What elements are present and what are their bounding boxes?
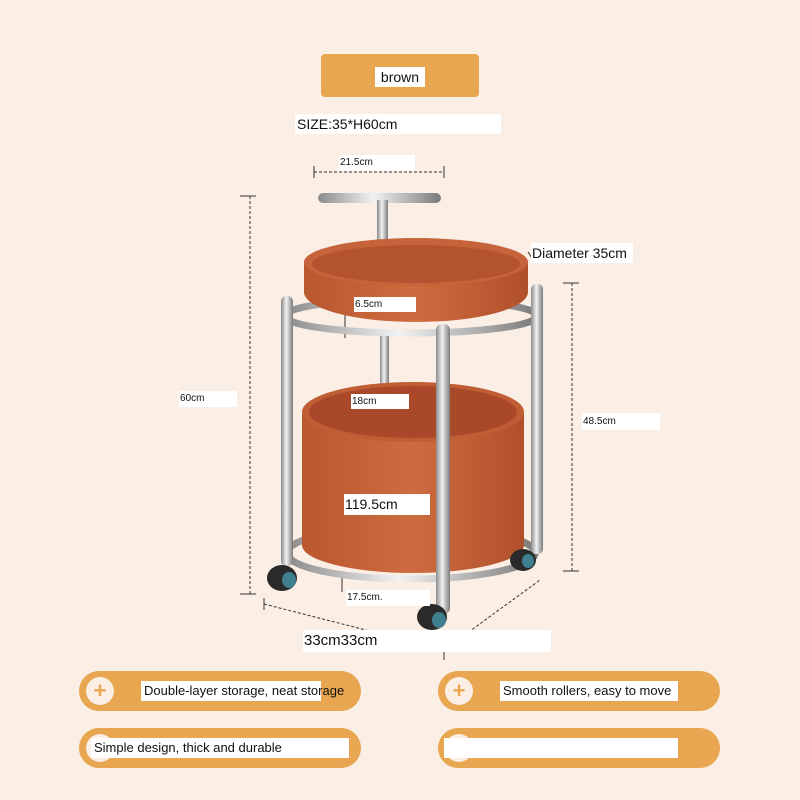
lower-bucket <box>302 412 524 573</box>
feature-pill-rollers: + Smooth rollers, easy to move <box>438 671 720 711</box>
dim-wheel-height: 17.5cm. <box>346 590 430 606</box>
wheels <box>267 549 536 630</box>
leg-left <box>281 296 293 566</box>
dim-base-size: 33cm33cm <box>303 630 551 652</box>
size-text: SIZE:35*H60cm <box>295 114 501 134</box>
feature-pill-design: + Simple design, thick and durable <box>79 728 361 768</box>
handle-post <box>377 200 388 244</box>
feature-pill-storage: + Double-layer storage, neat storage <box>79 671 361 711</box>
dim-diameter: Diameter 35cm <box>531 243 633 263</box>
feature-text: Smooth rollers, easy to move <box>500 681 678 701</box>
feature-text: Simple design, thick and durable <box>91 738 349 758</box>
color-option-brown[interactable]: brown <box>321 54 479 97</box>
dim-total-height: 60cm <box>179 391 237 407</box>
leg-front <box>436 324 450 614</box>
handle-bar <box>318 193 441 203</box>
dim-bucket-height: 119.5cm <box>344 494 430 515</box>
color-option-label: brown <box>375 67 425 87</box>
dim-side-height: 48.5cm <box>582 413 660 430</box>
plus-icon: + <box>445 677 473 705</box>
plus-icon: + <box>86 677 114 705</box>
dim-shelf-gap: 18cm <box>351 394 409 409</box>
leg-right <box>531 284 543 554</box>
dim-tray-depth: 6.5cm <box>354 297 416 312</box>
feature-text <box>444 738 678 758</box>
feature-pill-fourth: + <box>438 728 720 768</box>
dim-handle-width: 21.5cm <box>339 155 415 171</box>
dimension-lines <box>240 166 579 660</box>
feature-text: Double-layer storage, neat storage <box>141 681 344 701</box>
